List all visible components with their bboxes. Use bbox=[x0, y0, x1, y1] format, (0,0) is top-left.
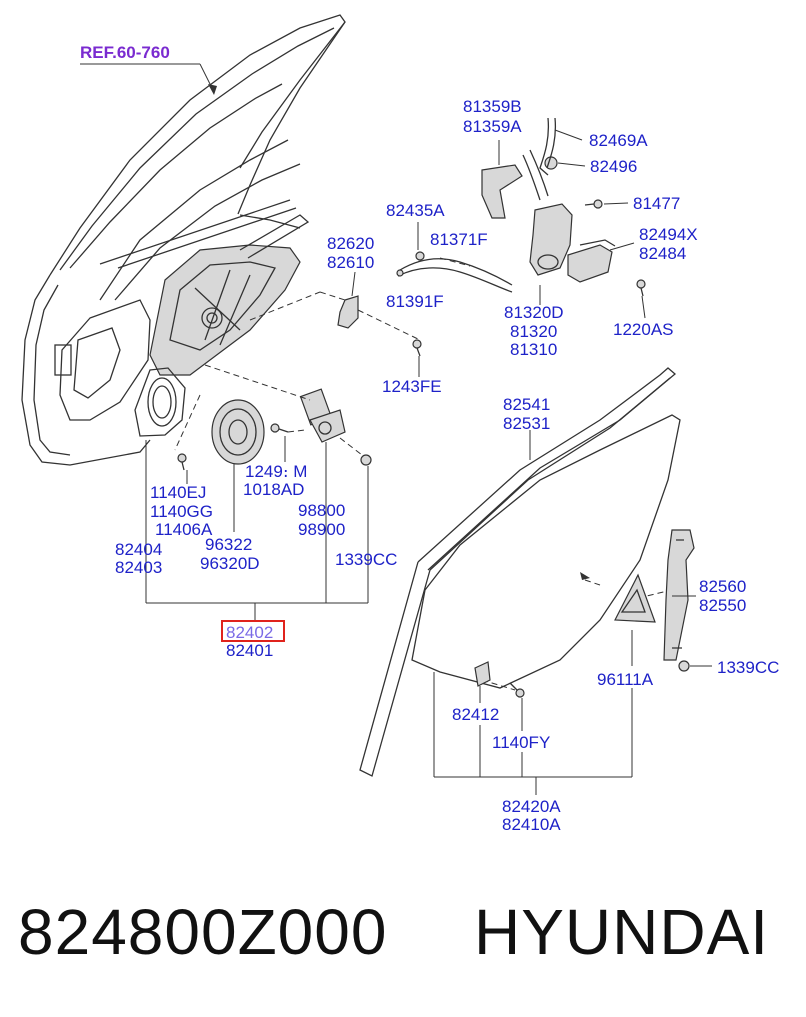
part-label-82401[interactable]: 82401 bbox=[226, 641, 273, 660]
arrow-mark-icon bbox=[580, 572, 590, 580]
part-label-96322[interactable]: 96322 bbox=[205, 535, 252, 554]
part-label-81371F[interactable]: 81371F bbox=[430, 230, 488, 249]
part-label-81477[interactable]: 81477 bbox=[633, 194, 680, 213]
part-label-81310[interactable]: 81310 bbox=[510, 340, 557, 359]
part-labels: 81359B 81359A 82469A 82496 81477 82435A … bbox=[115, 97, 779, 834]
part-label-1220AS[interactable]: 1220AS bbox=[613, 320, 674, 339]
footer-brand: HYUNDAI bbox=[474, 896, 770, 968]
part-label-81391F[interactable]: 81391F bbox=[386, 292, 444, 311]
glass-clip-drawing bbox=[474, 661, 491, 687]
part-label-82494X[interactable]: 82494X bbox=[639, 225, 698, 244]
part-label-96111A[interactable]: 96111A bbox=[597, 670, 654, 689]
part-label-82420A[interactable]: 82420A bbox=[502, 797, 561, 816]
door-module-drawing bbox=[134, 214, 310, 437]
part-label-82610[interactable]: 82610 bbox=[327, 253, 374, 272]
speaker-drawing bbox=[211, 399, 265, 465]
part-label-82531[interactable]: 82531 bbox=[503, 414, 550, 433]
footer-part-number: 824800Z000 bbox=[18, 896, 388, 968]
part-label-82560[interactable]: 82560 bbox=[699, 577, 746, 596]
part-label-96320D[interactable]: 96320D bbox=[200, 554, 260, 573]
part-label-1339CC-upper[interactable]: 1339CC bbox=[335, 550, 397, 569]
delta-cover-drawing bbox=[614, 573, 656, 623]
part-label-82496[interactable]: 82496 bbox=[590, 157, 637, 176]
part-label-81359A[interactable]: 81359A bbox=[463, 117, 522, 136]
regulator-rail-drawing bbox=[663, 529, 695, 661]
part-label-81359B[interactable]: 81359B bbox=[463, 97, 522, 116]
fasteners bbox=[177, 156, 690, 698]
part-label-82469A[interactable]: 82469A bbox=[589, 131, 648, 150]
part-label-1140FY[interactable]: 1140FY bbox=[492, 733, 550, 752]
part-label-82484[interactable]: 82484 bbox=[639, 244, 686, 263]
part-label-1018AD[interactable]: 1018AD bbox=[243, 480, 304, 499]
part-label-82404[interactable]: 82404 bbox=[115, 540, 162, 559]
part-label-81320D[interactable]: 81320D bbox=[504, 303, 564, 322]
part-label-1140GG[interactable]: 1140GG bbox=[150, 502, 213, 521]
part-label-82550[interactable]: 82550 bbox=[699, 596, 746, 615]
reference-label[interactable]: REF.60-760 bbox=[80, 43, 170, 62]
part-label-82402-highlighted[interactable]: 82402 bbox=[226, 623, 273, 642]
highlight-box bbox=[221, 620, 285, 642]
part-label-11406A[interactable]: 11406A bbox=[155, 520, 213, 539]
part-label-1243FE[interactable]: 1243FE bbox=[382, 377, 442, 396]
part-label-1249M[interactable]: 1249։ M bbox=[245, 462, 307, 481]
cable-drawing bbox=[396, 251, 513, 293]
part-label-82435A[interactable]: 82435A bbox=[386, 201, 445, 220]
part-label-81320[interactable]: 81320 bbox=[510, 322, 557, 341]
part-label-1339CC-lower[interactable]: 1339CC bbox=[717, 658, 779, 677]
door-latch-drawing bbox=[481, 117, 616, 283]
leader-lines bbox=[145, 129, 712, 795]
door-shell-drawing bbox=[21, 14, 346, 466]
part-label-98800[interactable]: 98800 bbox=[298, 501, 345, 520]
part-label-1140EJ[interactable]: 1140EJ bbox=[150, 483, 206, 502]
window-motor-drawing bbox=[299, 388, 346, 443]
part-label-82410A[interactable]: 82410A bbox=[502, 815, 561, 834]
part-label-82403[interactable]: 82403 bbox=[115, 558, 162, 577]
part-label-82412[interactable]: 82412 bbox=[452, 705, 499, 724]
part-label-98900[interactable]: 98900 bbox=[298, 520, 345, 539]
inside-handle-drawing bbox=[337, 295, 359, 329]
window-glass-drawing bbox=[359, 367, 681, 777]
part-label-82541[interactable]: 82541 bbox=[503, 395, 550, 414]
reference-pointer bbox=[80, 63, 217, 95]
exploded-view-svg: REF.60-760 81359B 81359A 82469A 82496 81… bbox=[21, 14, 779, 834]
part-label-82620[interactable]: 82620 bbox=[327, 234, 374, 253]
